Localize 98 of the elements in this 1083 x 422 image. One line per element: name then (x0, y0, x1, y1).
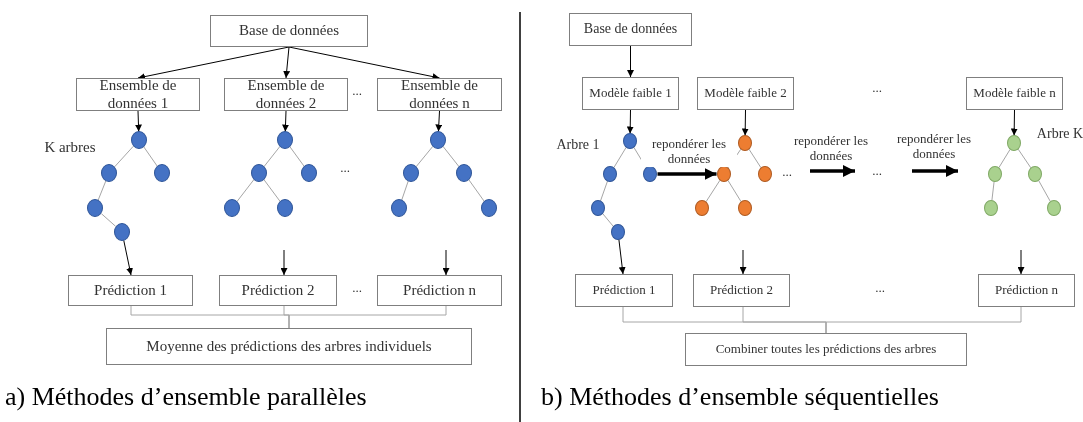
process-box: Modèle faible 2 (697, 77, 794, 110)
tree-node-circle (277, 199, 293, 217)
tree-node-circle (481, 199, 497, 217)
process-box: Combiner toutes les prédictions des arbres (685, 333, 967, 366)
tree-node-circle (251, 164, 267, 182)
tree-node-circle (154, 164, 170, 182)
tree-node-circle (1028, 166, 1042, 182)
arrow (741, 109, 749, 136)
tree-branch-line (263, 179, 281, 202)
process-box: Prédiction n (978, 274, 1075, 307)
process-box: Ensemble de données n (377, 78, 502, 111)
tree-node-circle (391, 199, 407, 217)
ellipsis-text: ... (875, 280, 885, 296)
tree-node-circle (738, 200, 752, 216)
tree-branch-line (263, 146, 281, 167)
tree-node-circle (623, 133, 637, 149)
process-box: Prédiction 2 (219, 275, 337, 306)
tree-count-label: K arbres (44, 139, 96, 157)
tree-branch-line (991, 180, 995, 202)
tree-node-circle (603, 166, 617, 182)
tree-branch-line (289, 146, 305, 167)
reweight-label: repondérer les données (793, 134, 869, 164)
ellipsis-text: ... (872, 80, 882, 96)
reweight-label: repondérer les données (896, 132, 972, 162)
tree-node-circle (87, 199, 103, 217)
tree-label: Arbre K (1036, 125, 1083, 143)
tree-branch-line (97, 180, 107, 201)
process-box: Prédiction 1 (68, 275, 193, 306)
tree-branch-line (998, 148, 1011, 169)
figure-caption: b) Méthodes d’ensemble séquentielles (541, 382, 939, 412)
tree-node-circle (695, 200, 709, 216)
tree-branch-line (748, 148, 762, 169)
bracket-connector (288, 305, 447, 329)
process-box: Prédiction 1 (575, 274, 673, 307)
ellipsis-text: ... (352, 83, 362, 99)
process-box: Base de données (569, 13, 692, 46)
process-box: Modèle faible 1 (582, 77, 679, 110)
arrow (283, 46, 291, 79)
tree-branch-line (600, 180, 608, 202)
tree-node-circle (456, 164, 472, 182)
tree-node-circle (301, 164, 317, 182)
ellipsis-text: ... (340, 160, 350, 176)
arrow (1017, 249, 1025, 275)
ellipsis-text: ... (352, 280, 362, 296)
tree-branch-line (100, 213, 117, 227)
tree-branch-line (468, 179, 485, 202)
tree-node-circle (1047, 200, 1061, 216)
tree-node-circle (224, 199, 240, 217)
tree-branch-line (1038, 180, 1051, 202)
tree-branch-line (727, 179, 742, 203)
tree-branch-line (705, 179, 721, 203)
tree-node-circle (1007, 135, 1021, 151)
arrow (1010, 109, 1018, 136)
arrow (627, 45, 634, 78)
tree-branch-line (143, 146, 158, 167)
tree-node-circle (114, 223, 130, 241)
tree-node-circle (277, 131, 293, 149)
tree-branch-line (114, 145, 134, 168)
tree-node-circle (131, 131, 147, 149)
figure-caption: a) Méthodes d’ensemble parallèles (5, 382, 367, 412)
process-box: Base de données (210, 15, 368, 47)
tree-label: Arbre 1 (556, 136, 600, 154)
arrow (657, 168, 717, 180)
edge-label: repondérer les données (641, 137, 737, 167)
arrow (442, 249, 450, 276)
tree-branch-line (401, 180, 409, 201)
process-box: Prédiction n (377, 275, 502, 306)
tree-branch-line (236, 179, 255, 202)
process-box: Modèle faible n (966, 77, 1063, 110)
tree-branch-line (602, 213, 614, 227)
tree-node-circle (403, 164, 419, 182)
tree-branch-line (613, 146, 627, 169)
arrow (280, 249, 288, 276)
arrow (123, 239, 133, 276)
tree-node-circle (611, 224, 625, 240)
ellipsis-text: ... (872, 163, 882, 179)
ellipsis-text: ... (782, 164, 792, 180)
tree-node-circle (984, 200, 998, 216)
process-box: Moyenne des prédictions des arbres individuels (106, 328, 472, 365)
tree-branch-line (442, 146, 460, 167)
tree-node-circle (101, 164, 117, 182)
bracket-connector (825, 306, 1022, 334)
arrow (618, 238, 626, 275)
tree-branch-line (1017, 148, 1032, 169)
arrow (435, 110, 443, 132)
tree-node-circle (988, 166, 1002, 182)
arrow (134, 110, 142, 132)
arrow (739, 249, 747, 275)
arrow (626, 109, 634, 134)
process-box: Ensemble de données 2 (224, 78, 348, 111)
process-box: Ensemble de données 1 (76, 78, 200, 111)
tree-node-circle (430, 131, 446, 149)
tree-node-circle (591, 200, 605, 216)
arrow (282, 110, 290, 132)
tree-branch-line (415, 146, 434, 167)
tree-node-circle (738, 135, 752, 151)
tree-node-circle (758, 166, 772, 182)
process-box: Prédiction 2 (693, 274, 790, 307)
